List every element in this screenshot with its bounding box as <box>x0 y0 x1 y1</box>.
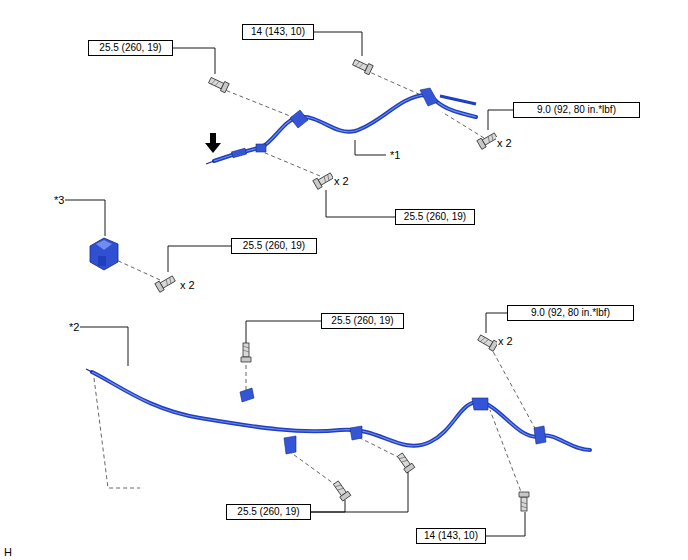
bracket-3 <box>90 238 118 270</box>
callout-label: *3 <box>53 194 65 206</box>
torque-spec-box: 9.0 (92, 80 in.*lbf) <box>507 305 634 321</box>
bolts <box>155 58 529 511</box>
callout-label: H <box>3 546 13 558</box>
torque-spec-box: 25.5 (260, 19) <box>231 238 317 254</box>
leader-line <box>311 472 408 512</box>
callout-leaders <box>65 140 386 366</box>
torque-value: 25.5 (260, 19) <box>243 240 305 251</box>
torque-value: 25.5 (260, 19) <box>404 211 466 222</box>
torque-value: 14 (143, 10) <box>424 530 478 541</box>
torque-value: 9.0 (92, 80 in.*lbf) <box>537 104 616 115</box>
torque-spec-box: 25.5 (260, 19) <box>226 504 311 520</box>
leader-line <box>173 48 215 74</box>
leader-line <box>326 190 395 217</box>
torque-spec-box: 9.0 (92, 80 in.*lbf) <box>513 102 640 118</box>
callout-label: *1 <box>389 149 401 161</box>
callout-label: x 2 <box>496 137 513 149</box>
torque-spec-box: 14 (143, 10) <box>242 24 314 40</box>
torque-value: 25.5 (260, 19) <box>237 506 299 517</box>
callout-label: x 2 <box>497 335 514 347</box>
leader-line <box>311 500 345 512</box>
parking-brake-cable-2 <box>86 369 590 454</box>
leader-line <box>486 313 507 333</box>
torque-spec-box: 25.5 (260, 19) <box>321 313 404 329</box>
torque-value: 9.0 (92, 80 in.*lbf) <box>531 307 610 318</box>
torque-value: 14 (143, 10) <box>251 26 305 37</box>
torque-value: 25.5 (260, 19) <box>331 315 393 326</box>
callout-label: x 2 <box>179 279 196 291</box>
torque-spec-box: 25.5 (260, 19) <box>395 209 475 225</box>
callout-label: x 2 <box>333 175 350 187</box>
direction-arrow <box>205 133 221 153</box>
parking-brake-cable-1 <box>206 88 476 164</box>
leader-line <box>486 512 525 536</box>
torque-spec-box: 25.5 (260, 19) <box>88 40 173 56</box>
leader-line <box>246 321 321 343</box>
torque-spec-box: 14 (143, 10) <box>416 528 486 544</box>
leader-line <box>488 110 513 130</box>
callout-label: *2 <box>68 321 80 333</box>
leader-line <box>168 246 231 272</box>
leader-line <box>314 32 362 56</box>
torque-value: 25.5 (260, 19) <box>99 42 161 53</box>
